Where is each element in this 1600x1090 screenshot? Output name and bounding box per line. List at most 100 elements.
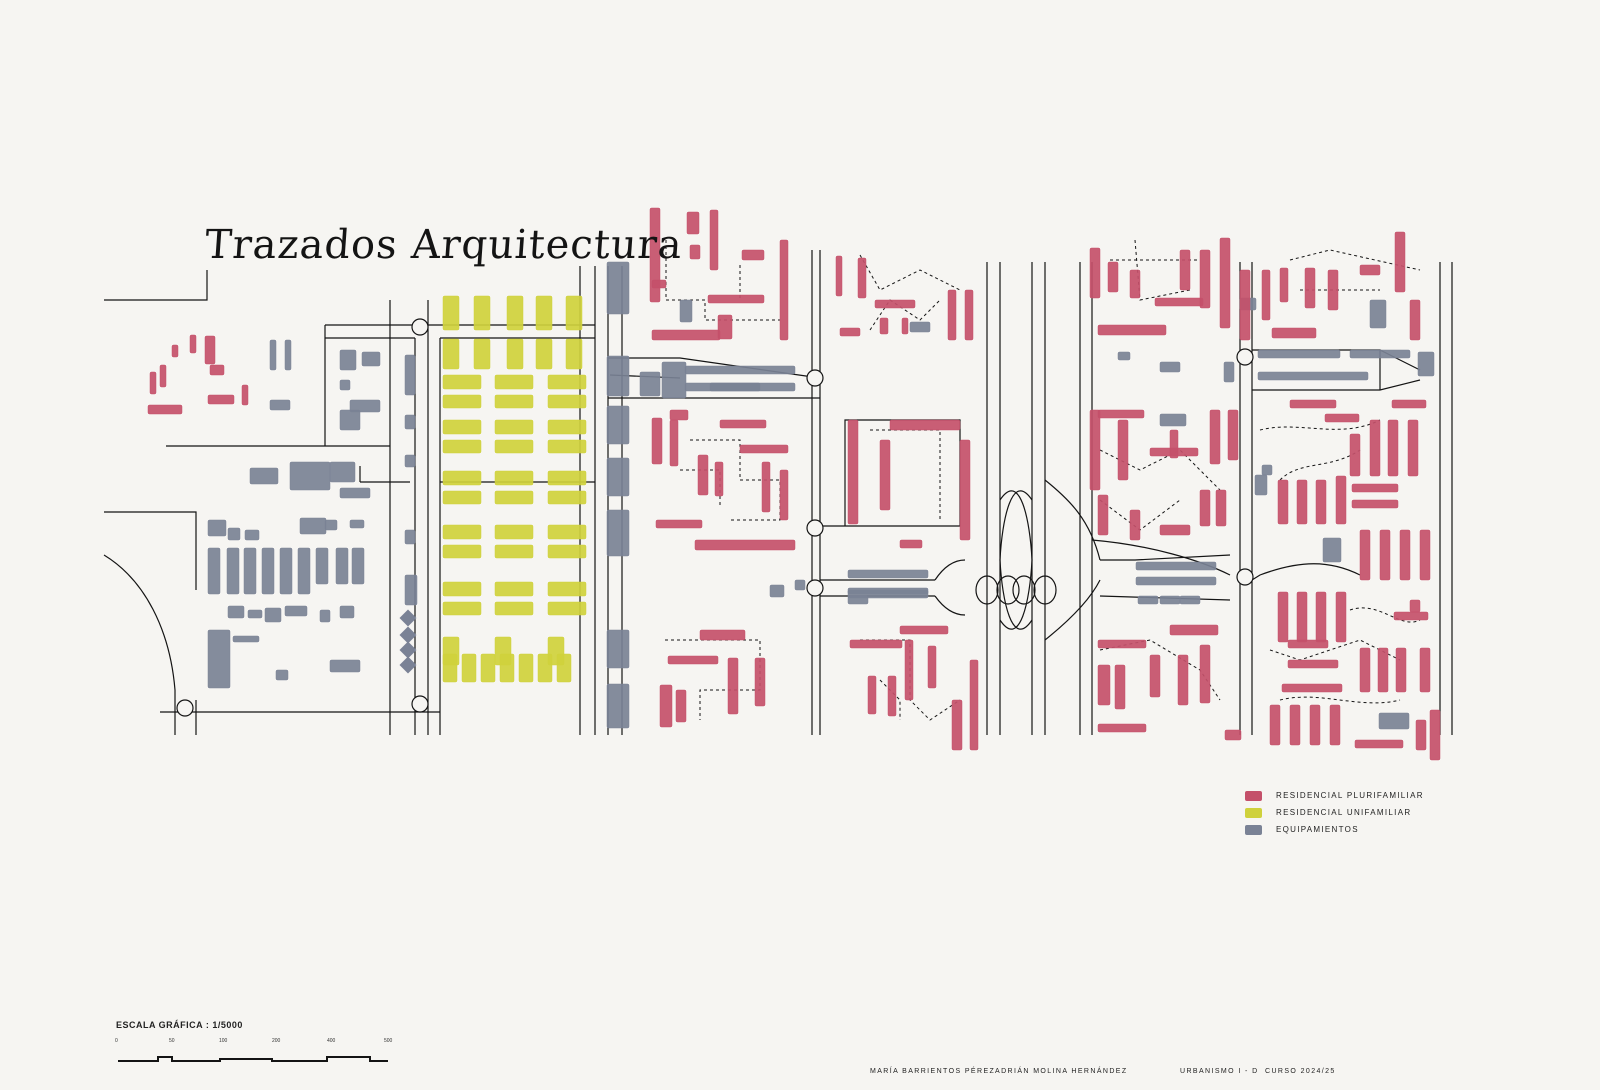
residential-plurifamiliar-block <box>1107 261 1119 293</box>
residential-plurifamiliar-block <box>887 675 897 717</box>
residential-plurifamiliar-block <box>1415 719 1427 751</box>
residential-unifamiliar-block <box>494 470 534 486</box>
residential-plurifamiliar-block <box>1393 611 1429 621</box>
residential-plurifamiliar-block <box>1359 264 1381 276</box>
equipment-block <box>1223 361 1235 383</box>
residential-plurifamiliar-block <box>1199 489 1211 527</box>
pedestrian-path <box>690 439 781 521</box>
street <box>820 419 961 527</box>
equipment-block <box>297 547 311 595</box>
residential-plurifamiliar-block <box>1129 269 1141 299</box>
equipment-block <box>261 547 275 595</box>
residential-plurifamiliar-block <box>1409 599 1421 613</box>
residential-plurifamiliar-block <box>1419 647 1431 693</box>
street <box>103 554 176 735</box>
residential-plurifamiliar-block <box>669 419 679 467</box>
scale-tick-label: 400 <box>327 1038 336 1044</box>
street <box>999 490 1033 561</box>
residential-unifamiliar-block <box>442 295 460 331</box>
equipment-block <box>349 519 365 529</box>
residential-plurifamiliar-block <box>1149 654 1161 698</box>
legend-label-equipamientos: Equipamientos <box>1276 825 1359 834</box>
equipment-block <box>339 409 361 431</box>
residential-plurifamiliar-block <box>889 419 961 431</box>
equipment-block <box>606 629 630 669</box>
residential-plurifamiliar-block <box>1287 639 1329 649</box>
residential-unifamiliar-block <box>518 653 534 683</box>
residential-unifamiliar-block <box>442 544 482 559</box>
street <box>1091 539 1231 576</box>
residential-plurifamiliar-block <box>1199 644 1211 704</box>
equipment-block <box>284 605 308 617</box>
residential-plurifamiliar-block <box>1277 591 1289 643</box>
pedestrian-path <box>869 299 941 331</box>
residential-plurifamiliar-block <box>754 657 766 707</box>
residential-plurifamiliar-block <box>675 689 687 723</box>
residential-unifamiliar-block <box>473 295 491 331</box>
residential-plurifamiliar-block <box>741 249 765 261</box>
residential-plurifamiliar-block <box>899 625 949 635</box>
residential-plurifamiliar-block <box>1097 324 1167 336</box>
equipment-block <box>1378 712 1410 730</box>
residential-plurifamiliar-block <box>1409 299 1421 341</box>
residential-plurifamiliar-block <box>1117 419 1129 481</box>
residential-plurifamiliar-block <box>1279 267 1289 303</box>
residential-plurifamiliar-block <box>1379 529 1391 581</box>
residential-unifamiliar-block <box>442 581 482 597</box>
residential-plurifamiliar-block <box>1335 591 1347 643</box>
equipment-block <box>319 609 331 623</box>
residential-plurifamiliar-block <box>1169 429 1179 459</box>
residential-plurifamiliar-block <box>1281 683 1343 693</box>
equipment-block <box>639 371 661 397</box>
residential-unifamiliar-block <box>547 374 587 390</box>
residential-plurifamiliar-block <box>1315 479 1327 525</box>
footer-year: Curso 2024/25 <box>1265 1068 1336 1075</box>
residential-unifamiliar-block <box>537 653 553 683</box>
equipment-block <box>1257 371 1369 381</box>
residential-plurifamiliar-block <box>147 404 183 415</box>
equipment-block <box>399 609 417 627</box>
residential-plurifamiliar-block <box>1296 479 1308 525</box>
residential-unifamiliar-block <box>547 419 587 435</box>
residential-plurifamiliar-block <box>1304 267 1316 309</box>
equipment-block <box>606 509 630 557</box>
residential-unifamiliar-block <box>494 544 534 559</box>
equipment-block <box>243 547 257 595</box>
legend-item-unifamiliar: Residencial unifamiliar <box>1245 804 1424 821</box>
equipment-block <box>244 529 260 541</box>
residential-plurifamiliar-block <box>651 417 663 465</box>
equipment-block <box>684 365 796 375</box>
equipment-block <box>404 529 416 545</box>
pedestrian-path <box>1279 449 1361 481</box>
equipment-block <box>207 519 227 537</box>
residential-unifamiliar-block <box>442 601 482 616</box>
equipment-block <box>339 379 351 391</box>
residential-plurifamiliar-block <box>1391 399 1427 409</box>
equipment-block <box>324 519 338 531</box>
residential-plurifamiliar-block <box>839 327 861 337</box>
scale-tick-label: 0 <box>115 1038 118 1044</box>
equipment-block <box>1159 413 1187 427</box>
residential-plurifamiliar-block <box>171 344 179 358</box>
street <box>934 559 966 581</box>
equipment-block <box>404 454 416 468</box>
residential-plurifamiliar-block <box>904 639 914 701</box>
equipment-block <box>847 587 929 595</box>
scale-tick-label: 50 <box>169 1038 175 1044</box>
residential-unifamiliar-block <box>494 394 534 409</box>
residential-plurifamiliar-block <box>1269 704 1281 746</box>
residential-plurifamiliar-block <box>1394 231 1406 293</box>
residential-plurifamiliar-block <box>1129 509 1141 541</box>
street <box>999 559 1033 630</box>
residential-plurifamiliar-block <box>901 317 909 335</box>
residential-plurifamiliar-block <box>874 299 916 309</box>
street <box>1044 479 1101 561</box>
residential-plurifamiliar-block <box>1327 269 1339 311</box>
residential-plurifamiliar-block <box>204 335 216 365</box>
pedestrian-path <box>680 469 721 505</box>
residential-plurifamiliar-block <box>241 384 249 406</box>
residential-plurifamiliar-block <box>947 289 957 341</box>
legend-item-plurifamiliar: Residencial plurifamiliar <box>1245 787 1424 804</box>
residential-plurifamiliar-block <box>1154 297 1204 307</box>
